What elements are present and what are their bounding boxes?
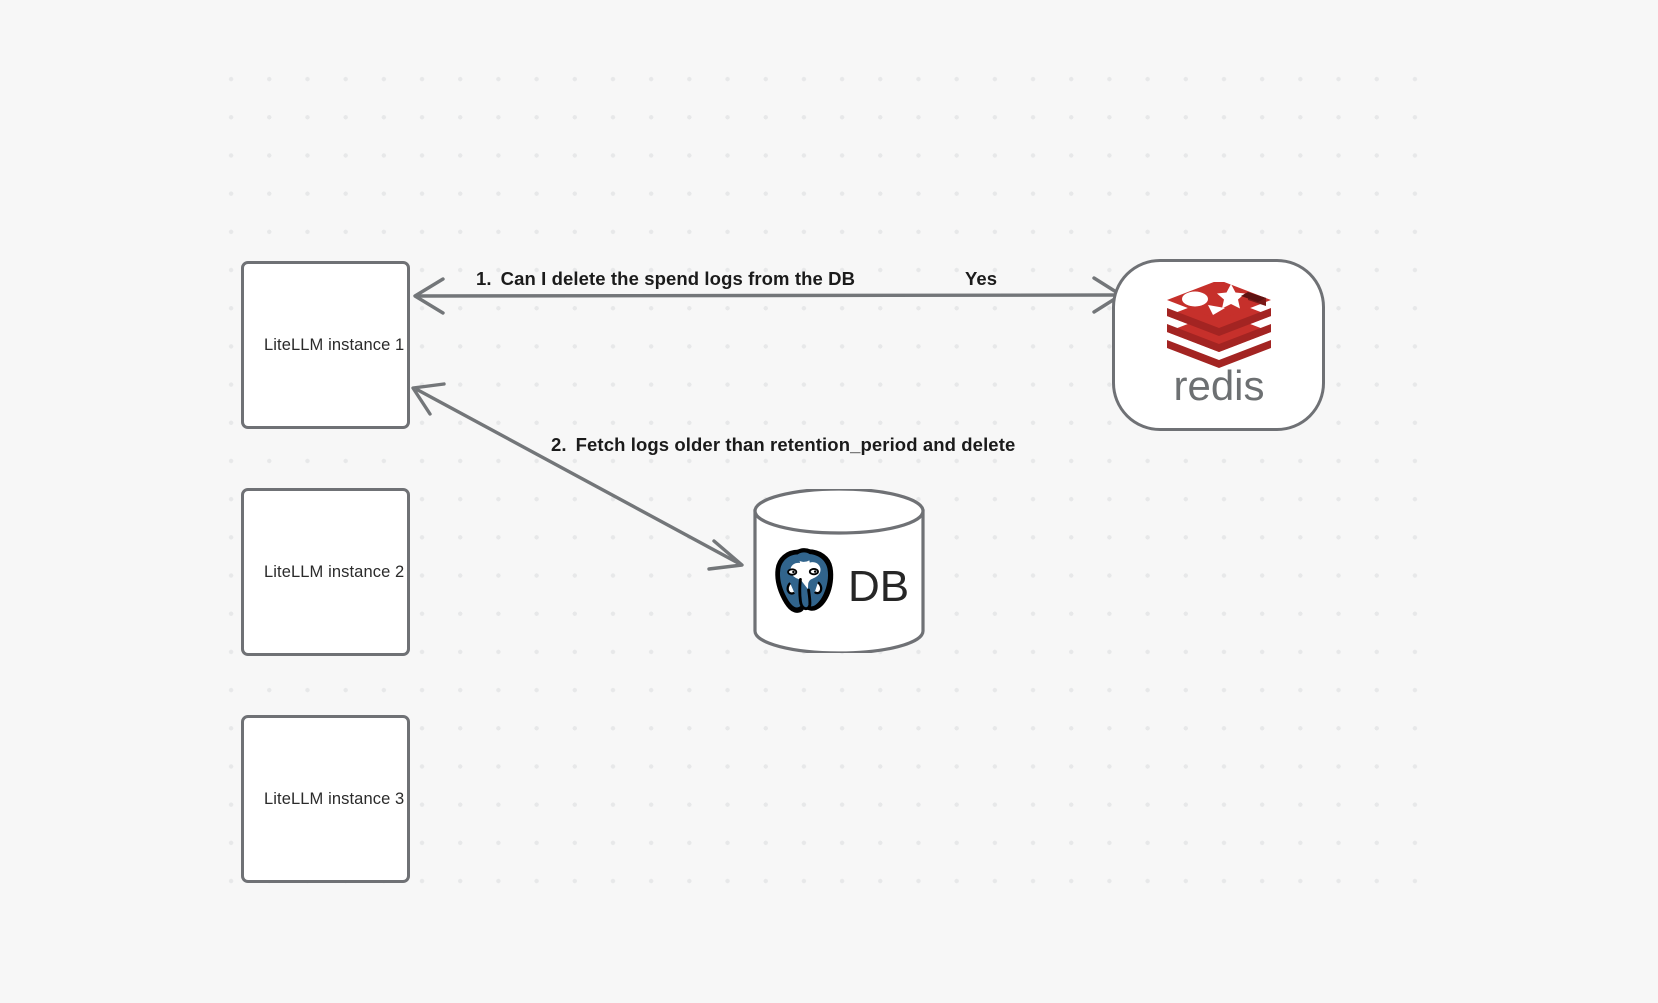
edge-1-text: Can I delete the spend logs from the DB [500,268,856,289]
node-litellm-instance-2-label: LiteLLM instance 2 [264,562,405,581]
edge-2-step-number: 2. [551,434,567,455]
arrowhead-upper-left [411,382,446,416]
edge-2-label: 2. Fetch logs older than retention_period… [551,434,1015,456]
arrowhead-lower-right [707,539,744,571]
node-litellm-instance-3-label: LiteLLM instance 3 [264,789,405,808]
node-litellm-instance-3[interactable]: LiteLLM instance 3 [241,715,410,883]
node-litellm-instance-1-label: LiteLLM instance 1 [264,335,405,354]
node-redis[interactable]: redis [1112,259,1325,431]
redis-logo-icon: redis [1166,282,1271,408]
arrowhead-left [413,277,445,315]
edge-1-answer-label: Yes [965,268,998,289]
edge-1-step-number: 1. [476,268,492,289]
edge-db-litellm1 [411,382,744,571]
edge-1-label: 1. Can I delete the spend logs from the D… [476,268,855,290]
node-database[interactable]: DB [752,489,926,653]
node-database-label: DB [848,562,909,611]
cylinder-top [753,489,925,535]
redis-wordmark: redis [1173,362,1264,408]
node-litellm-instance-2[interactable]: LiteLLM instance 2 [241,488,410,656]
postgresql-elephant-icon [775,548,834,613]
edge-2-text: Fetch logs older than retention_period a… [575,434,1016,455]
node-litellm-instance-1[interactable]: LiteLLM instance 1 [241,261,410,429]
cylinder-body [753,509,925,653]
